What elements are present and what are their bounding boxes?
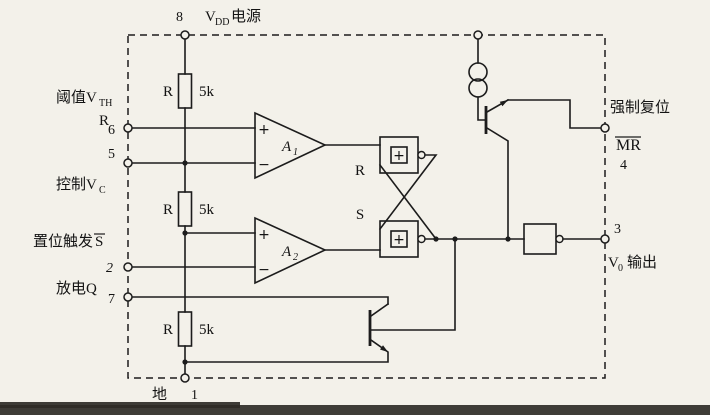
- a2-minus-input: −: [258, 262, 270, 278]
- resistor-r3-value: 5k: [199, 322, 215, 338]
- pin1-terminal: [180, 373, 190, 383]
- pin5-terminal: [123, 158, 133, 168]
- ff-r-input-label: R: [355, 163, 365, 179]
- current-source-icon: [468, 78, 488, 98]
- vdd-branch-terminal: [473, 30, 483, 40]
- a1-index: 1: [293, 147, 298, 158]
- ff-s-input-label: S: [356, 207, 364, 223]
- vdd-label-sub: DD: [215, 17, 229, 28]
- trigger-label-overlined: S: [95, 234, 103, 250]
- ic-package-border: [127, 34, 606, 379]
- a2-index: 2: [293, 252, 298, 263]
- pin2-terminal: [123, 262, 133, 272]
- output-buffer-bubble: [555, 234, 564, 244]
- resistor-r2-name: R: [163, 202, 173, 218]
- pin6-number: 6: [108, 123, 115, 138]
- resistor-r3-body: [177, 311, 193, 347]
- reset-label: 强制复位: [610, 98, 670, 116]
- current-source-wire: [477, 38, 487, 121]
- discharge-label: 放电Q: [56, 280, 97, 297]
- ff-cross-wire-top: [378, 154, 438, 231]
- pin7-terminal: [123, 292, 133, 302]
- resistor-r3-name: R: [163, 322, 173, 338]
- discharge-base-wire: [370, 238, 456, 331]
- scan-artifact: [0, 405, 710, 415]
- a2-name: A: [281, 244, 292, 260]
- pin1-number: 1: [191, 388, 198, 403]
- discharge-emitter: [184, 338, 389, 363]
- threshold-label: 阈值V: [56, 89, 97, 106]
- current-source-icon: [468, 62, 488, 82]
- a1-plus-input: +: [258, 122, 270, 138]
- pin2-number: 2: [106, 261, 113, 276]
- comparator-a1-body: [254, 111, 327, 180]
- resistor-r2-value: 5k: [199, 202, 215, 218]
- output-label-sub: 0: [618, 263, 623, 274]
- reset-transistor-collector: [485, 126, 509, 240]
- nor-gate-s-inner: [390, 230, 408, 248]
- emitter-arrow-icon: [380, 345, 388, 352]
- resistor-r1-body: [177, 73, 193, 109]
- pin3-terminal: [600, 234, 610, 244]
- pin7-number: 7: [108, 292, 115, 307]
- pin8-terminal: [180, 30, 190, 40]
- threshold-alt-label: R: [99, 113, 109, 129]
- control-label-sub: C: [99, 185, 106, 196]
- pin4-terminal: [600, 123, 610, 133]
- comparator-a2-body: [254, 216, 327, 285]
- pin8-number: 8: [176, 10, 183, 25]
- resistor-r1-value: 5k: [199, 84, 215, 100]
- ground-label: 地: [152, 386, 167, 403]
- nor-gate-s-symbol: +: [393, 232, 405, 248]
- vdd-label-suffix: 电源: [231, 8, 261, 25]
- emitter-arrow-icon: [499, 100, 508, 107]
- threshold-label-sub: TH: [99, 98, 112, 109]
- reset-label-overlined: MR: [616, 137, 641, 154]
- resistor-r2-body: [177, 191, 193, 227]
- output-label-suffix: 输出: [627, 254, 657, 271]
- pin-terminals: [123, 30, 610, 383]
- pin6-terminal: [123, 123, 133, 133]
- a1-name: A: [281, 139, 292, 155]
- output-label: V: [608, 255, 619, 271]
- nor-gate-r-bubble: [417, 150, 426, 160]
- nor-gate-r-inner: [390, 146, 408, 164]
- output-buffer-body: [523, 223, 557, 255]
- reset-pin-wire: [507, 99, 602, 129]
- discharge-collector: [369, 302, 390, 318]
- nor-gate-s-bubble: [417, 234, 426, 244]
- vdd-label: V: [205, 9, 216, 25]
- pin5-number: 5: [108, 147, 115, 162]
- a1-minus-input: −: [258, 157, 270, 173]
- a2-plus-input: +: [258, 227, 270, 243]
- junction-dots: [182, 160, 511, 365]
- nor-gate-r-symbol: +: [393, 148, 405, 164]
- resistor-r1-name: R: [163, 84, 173, 100]
- trigger-label: 置位触发: [33, 233, 93, 250]
- pin3-number: 3: [614, 222, 621, 237]
- discharge-wire: [131, 296, 389, 305]
- control-label: 控制V: [56, 176, 97, 193]
- ff-cross-wire-bottom: [378, 163, 438, 241]
- scan-artifact: [0, 402, 240, 408]
- pin4-number: 4: [620, 158, 627, 173]
